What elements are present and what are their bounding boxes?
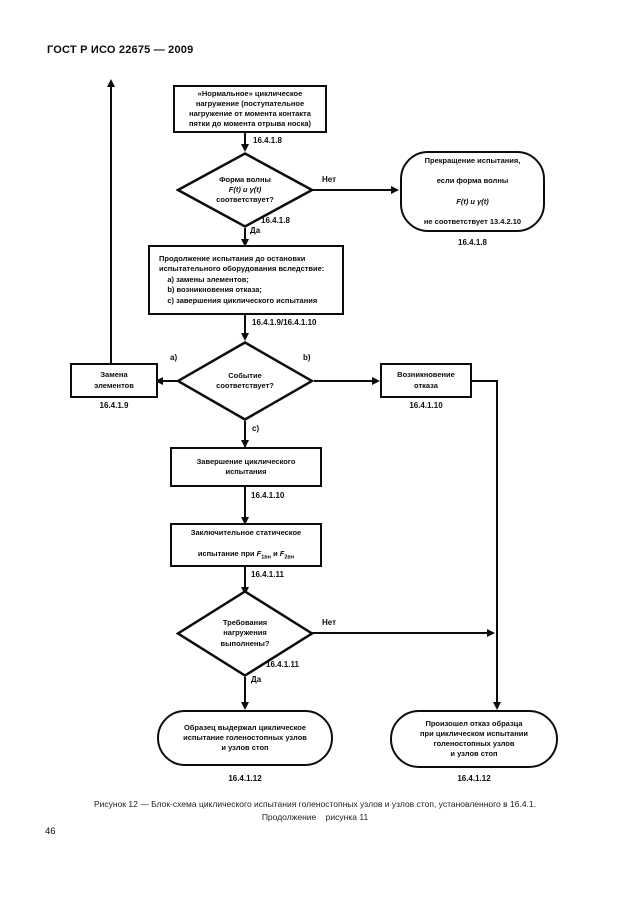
node-fail-terminator: Произошел отказ образца при циклическом … xyxy=(390,710,558,768)
figure-caption-line2: Продолжение рисунка 11 xyxy=(261,812,369,822)
edge-label-no: Нет xyxy=(322,618,337,627)
static-line2: испытание при F1вн и F2вн xyxy=(191,549,301,562)
node-text: Требования нагружения выполнены? xyxy=(176,590,314,677)
page-number: 46 xyxy=(45,826,56,837)
force-subscript: 1вн xyxy=(261,554,271,561)
ref-label: 16.4.1.8 xyxy=(458,238,487,247)
node-decision-event: Событие соответствует? xyxy=(176,341,314,421)
node-text: Заключительное статическое испытание при… xyxy=(191,518,301,571)
arrowhead-right-icon xyxy=(487,629,495,637)
standard-number-header: ГОСТ Р ИСО 22675 — 2009 xyxy=(47,44,194,56)
node-text: «Нормальное» циклическое нагружение (пос… xyxy=(189,88,311,129)
force-symbol: F xyxy=(256,548,262,558)
decision-line: соответствует? xyxy=(216,381,274,390)
node-decision-load: Требования нагружения выполнены? xyxy=(176,590,314,677)
edge-static-to-load xyxy=(244,567,246,590)
node-continue-box: Продолжение испытания до остановки испыт… xyxy=(148,245,344,315)
edge-label-yes: Да xyxy=(250,226,261,235)
arrowhead-down-icon xyxy=(241,333,249,341)
terminator-line: F(t) и γ(t) xyxy=(456,196,489,206)
arrowhead-right-icon xyxy=(372,377,380,385)
edge-label-c: c) xyxy=(252,424,260,433)
ref-label: 16.4.1.12 xyxy=(457,774,491,783)
decision-line: Требования xyxy=(222,618,268,628)
force-subscript: 2вн xyxy=(284,554,295,561)
edge-load-no xyxy=(311,632,489,634)
decision-line: соответствует? xyxy=(216,195,274,205)
node-terminator-stop: Прекращение испытания, если форма волны … xyxy=(400,151,545,232)
arrowhead-down-icon xyxy=(241,517,249,525)
node-completion-box: Завершение циклического испытания xyxy=(170,447,322,487)
ref-label: 16.4.1.9 xyxy=(99,401,129,410)
decision-line: Форма волны xyxy=(219,174,271,184)
arrowhead-right-icon xyxy=(391,186,399,194)
edge-load-yes xyxy=(244,677,246,707)
ref-label: 16.4.1.8 xyxy=(261,216,290,225)
edge-start-to-waveform xyxy=(244,133,246,146)
edge-failure-down xyxy=(496,380,498,704)
arrowhead-down-icon xyxy=(241,239,249,247)
terminator-line: Прекращение испытания, xyxy=(424,156,521,166)
static-line2-pre: испытание при xyxy=(197,548,257,558)
edge-replace-to-top xyxy=(110,87,112,364)
edge-waveform-no xyxy=(313,189,393,191)
node-text: Событие соответствует? xyxy=(176,341,314,421)
force-symbol: F xyxy=(279,548,285,558)
diamond-shape xyxy=(176,341,314,421)
figure-caption-line1: Рисунок 12 — Блок-схема циклического исп… xyxy=(93,799,537,809)
node-text: Возникновение отказа xyxy=(397,370,455,390)
node-text: Замена элементов xyxy=(94,370,134,390)
diamond-shape xyxy=(176,590,314,677)
ref-label: 16.4.1.10 xyxy=(409,401,443,410)
node-text: Произошел отказ образца при циклическом … xyxy=(420,718,528,759)
node-text: Форма волны F(t) и γ(t) соответствует? xyxy=(176,152,314,228)
edge-failure-out xyxy=(472,380,498,382)
node-text: Завершение циклического испытания xyxy=(196,456,296,476)
node-pass-terminator: Образец выдержал циклическое испытание г… xyxy=(157,710,333,766)
edge-event-b xyxy=(314,380,374,382)
ref-label: 16.4.1.11 xyxy=(251,570,284,579)
node-replace-box: Замена элементов xyxy=(70,363,158,398)
arrowhead-down-icon xyxy=(241,144,249,152)
edge-continue-to-event xyxy=(244,315,246,335)
ref-label: 16.4.1.11 xyxy=(266,660,299,669)
ref-label: 16.4.1.9/16.4.1.10 xyxy=(252,318,317,327)
static-line1: Заключительное статическое xyxy=(190,528,302,538)
arrowhead-down-icon xyxy=(241,440,249,448)
decision-line: Событие xyxy=(228,370,262,380)
node-text: Образец выдержал циклическое испытание г… xyxy=(183,722,307,753)
node-text: Прекращение испытания, если форма волны … xyxy=(424,146,521,237)
ref-label: 16.4.1.8 xyxy=(253,136,282,145)
decision-line: выполнены? xyxy=(220,638,270,648)
edge-event-c xyxy=(244,421,246,447)
diamond-shape xyxy=(176,152,314,228)
decision-line: нагружения xyxy=(223,628,267,638)
edge-label-a: a) xyxy=(170,353,178,362)
node-failure-box: Возникновение отказа xyxy=(380,363,472,398)
static-line2-mid: и xyxy=(270,548,280,558)
edge-completion-to-static xyxy=(244,487,246,520)
edge-waveform-yes xyxy=(244,228,246,240)
arrowhead-down-icon xyxy=(493,702,501,710)
arrowhead-left-icon xyxy=(155,377,163,385)
node-decision-waveform: Форма волны F(t) и γ(t) соответствует? xyxy=(176,152,314,228)
node-text: Продолжение испытания до остановки испыт… xyxy=(159,254,325,305)
edge-label-no: Нет xyxy=(322,175,337,184)
terminator-line: не соответствует 13.4.2.10 xyxy=(423,216,522,226)
arrowhead-up-icon xyxy=(107,79,115,87)
terminator-line: если форма волны xyxy=(436,176,509,186)
edge-label-b: b) xyxy=(303,353,311,362)
edge-label-yes: Да xyxy=(251,675,262,684)
decision-line: F(t) и γ(t) xyxy=(228,184,262,194)
ref-label: 16.4.1.12 xyxy=(228,774,262,783)
arrowhead-down-icon xyxy=(241,702,249,710)
node-start-box: «Нормальное» циклическое нагружение (пос… xyxy=(173,85,327,133)
ref-label: 16.4.1.10 xyxy=(251,491,285,500)
node-static-test-box: Заключительное статическое испытание при… xyxy=(170,523,322,567)
edge-event-a xyxy=(158,380,178,382)
